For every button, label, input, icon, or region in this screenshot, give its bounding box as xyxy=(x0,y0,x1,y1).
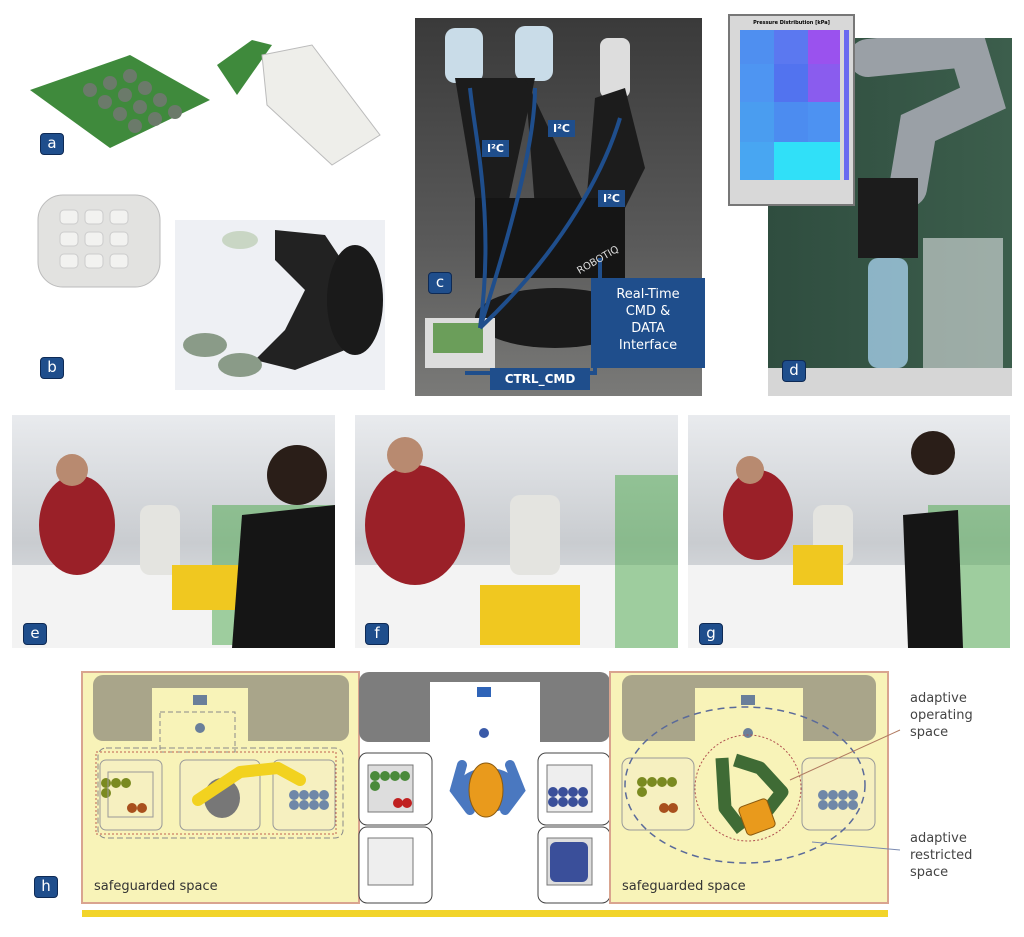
safeguarded-space-label-left: safeguarded space xyxy=(94,879,218,894)
interface-line: DATA xyxy=(631,321,665,336)
teleoperation-photo-g xyxy=(688,415,1010,648)
annotation-line: operating xyxy=(910,708,973,723)
pressure-heatmap-inset: Pressure Distribution [kPa] xyxy=(728,14,855,206)
interface-line: Interface xyxy=(618,338,678,353)
i2c-label-3: I²C xyxy=(598,190,625,207)
panel-label-e: e xyxy=(23,623,47,645)
interface-line: CMD & xyxy=(625,304,671,319)
yellow-floor-bar xyxy=(82,910,888,917)
annotation-line: adaptive xyxy=(910,831,967,846)
gripper-render xyxy=(175,220,385,390)
i2c-label-2: I²C xyxy=(548,120,575,137)
panel-label-b: b xyxy=(40,357,64,379)
gripper-photo xyxy=(415,18,702,396)
camera-icon xyxy=(477,687,491,697)
camera-icon xyxy=(741,695,755,705)
panel-label-f: f xyxy=(365,623,389,645)
camera-icon xyxy=(193,695,207,705)
robot-arm-yellow xyxy=(192,762,306,806)
panel-label-g: g xyxy=(699,623,723,645)
adaptive-operating-boundary xyxy=(694,734,802,842)
i2c-label-1: I²C xyxy=(482,140,509,157)
panel-label-a: a xyxy=(40,133,64,155)
annotation-adaptive-restricted-space: adaptive restricted space xyxy=(910,830,972,881)
sensor-board-render xyxy=(30,50,210,150)
realtime-interface-box: Real-Time CMD & DATA Interface xyxy=(591,278,705,368)
annotation-line: adaptive xyxy=(910,691,967,706)
teleoperation-photo-e xyxy=(12,415,335,648)
panel-label-c: c xyxy=(428,272,452,294)
robot-arm-green xyxy=(715,753,789,834)
annotation-line: space xyxy=(910,725,949,740)
panel-label-h: h xyxy=(34,876,58,898)
annotation-line: space xyxy=(910,865,949,880)
sensor-module-render xyxy=(212,35,382,167)
tactile-pad-render xyxy=(35,190,165,295)
annotation-adaptive-operating-space: adaptive operating space xyxy=(910,690,973,741)
operator-head xyxy=(468,762,504,818)
panel-label-d: d xyxy=(782,360,806,382)
annotation-line: restricted xyxy=(910,848,973,863)
ctrl-cmd-label: CTRL_CMD xyxy=(490,368,590,390)
teleoperation-photo-f xyxy=(355,415,678,648)
heatmap-title: Pressure Distribution [kPa] xyxy=(753,20,830,26)
workspace-layout-diagram: safeguarded space safeguarded space xyxy=(81,671,901,917)
safeguarded-space-label-right: safeguarded space xyxy=(622,879,746,894)
adaptive-restricted-boundary xyxy=(624,706,866,864)
interface-line: Real-Time xyxy=(616,287,680,302)
